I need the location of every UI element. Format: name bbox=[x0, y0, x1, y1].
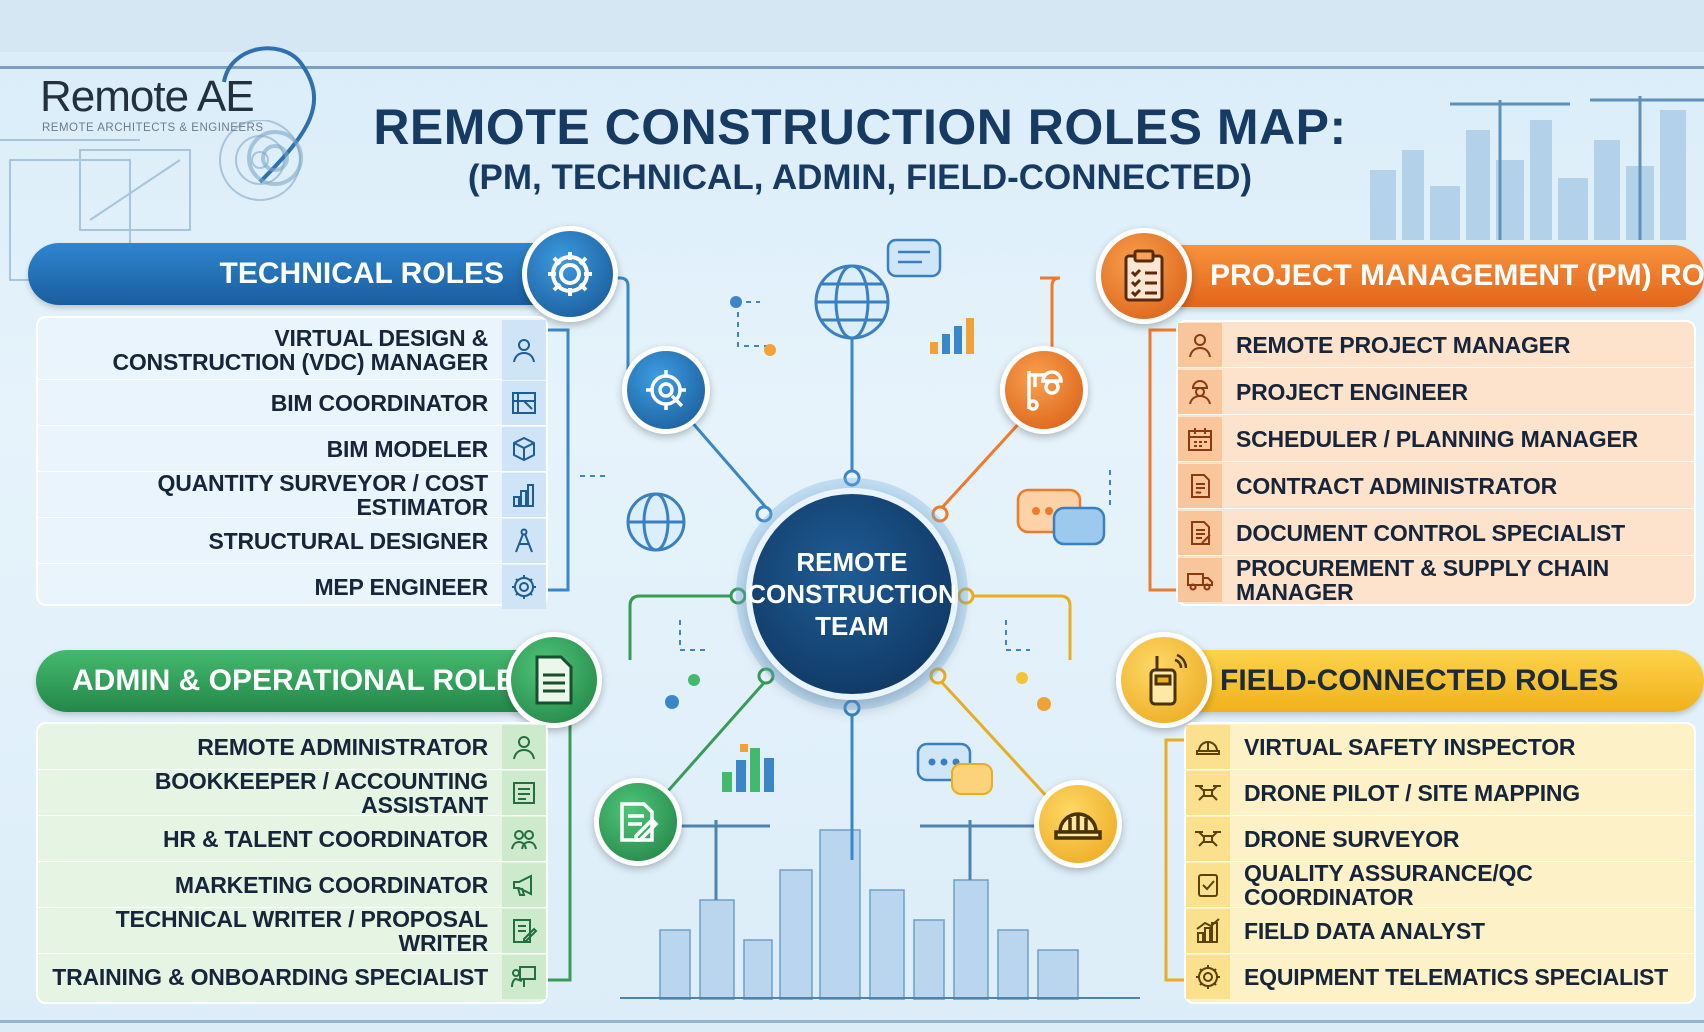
role-item: CONTRACT ADMINISTRATOR bbox=[1178, 463, 1694, 509]
chat-bubbles-icon bbox=[1016, 488, 1106, 546]
role-item: REMOTE PROJECT MANAGER bbox=[1178, 322, 1694, 368]
megaphone-icon bbox=[502, 862, 546, 907]
hub-line-1: REMOTE bbox=[796, 547, 908, 577]
user-icon bbox=[502, 724, 546, 769]
technical-roles-list: VIRTUAL DESIGN & CONSTRUCTION (VDC) MANA… bbox=[36, 316, 548, 609]
clipboard-checklist-icon bbox=[1096, 228, 1192, 324]
engineer-icon bbox=[1178, 369, 1222, 414]
top-divider bbox=[0, 66, 1704, 69]
globe-small-icon bbox=[626, 492, 686, 552]
logo-tagline: REMOTE ARCHITECTS & ENGINEERS bbox=[42, 122, 264, 134]
ledger-icon bbox=[502, 770, 546, 815]
role-item: BIM COORDINATOR bbox=[38, 380, 546, 426]
admin-roles-header: ADMIN & OPERATIONAL ROLES bbox=[36, 650, 592, 712]
role-item: HR & TALENT COORDINATOR bbox=[38, 816, 546, 862]
logo-pin-icon bbox=[222, 46, 317, 186]
bar-chart-icon bbox=[1186, 908, 1230, 953]
pm-roles-header: PROJECT MANAGEMENT (PM) ROLES bbox=[1120, 245, 1704, 307]
role-item: TECHNICAL WRITER / PROPOSAL WRITER bbox=[38, 907, 546, 955]
admin-roles-list: REMOTE ADMINISTRATOR BOOKKEEPER / ACCOUN… bbox=[36, 722, 548, 1004]
role-item: VIRTUAL DESIGN & CONSTRUCTION (VDC) MANA… bbox=[38, 319, 546, 380]
page-subtitle: (PM, TECHNICAL, ADMIN, FIELD-CONNECTED) bbox=[467, 158, 1253, 197]
role-item: MARKETING COORDINATOR bbox=[38, 862, 546, 908]
chat-bubble-icon bbox=[886, 238, 942, 278]
page-title: REMOTE CONSTRUCTION ROLES MAP: bbox=[373, 99, 1347, 155]
engineer-crane-icon bbox=[1000, 346, 1088, 434]
role-item: REMOTE ADMINISTRATOR bbox=[38, 724, 546, 770]
document-icon bbox=[506, 632, 602, 728]
hard-hat-icon bbox=[1186, 724, 1230, 769]
top-band bbox=[0, 0, 1704, 52]
gear-icon bbox=[502, 565, 546, 609]
people-icon bbox=[502, 816, 546, 861]
center-hub-remote-construction-team: REMOTE CONSTRUCTION TEAM bbox=[746, 488, 958, 700]
drafting-compass-icon bbox=[502, 518, 546, 563]
role-item: EQUIPMENT TELEMATICS SPECIALIST bbox=[1186, 954, 1694, 1000]
edit-document-icon bbox=[594, 778, 682, 866]
gear-icon bbox=[522, 226, 618, 322]
document-icon bbox=[1178, 510, 1222, 555]
role-item: FIELD DATA ANALYST bbox=[1186, 908, 1694, 954]
globe-icon bbox=[814, 264, 890, 340]
hub-line-3: TEAM bbox=[815, 611, 889, 641]
field-roles-list: VIRTUAL SAFETY INSPECTOR DRONE PILOT / S… bbox=[1184, 722, 1696, 1004]
hub-line-2: CONSTRUCTION bbox=[747, 579, 957, 609]
bar-chart-small-icon bbox=[930, 318, 974, 354]
role-item: BOOKKEEPER / ACCOUNTING ASSISTANT bbox=[38, 769, 546, 817]
role-item: VIRTUAL SAFETY INSPECTOR bbox=[1186, 724, 1694, 770]
role-item: SCHEDULER / PLANNING MANAGER bbox=[1178, 416, 1694, 462]
logo-name: Remote AE bbox=[40, 72, 255, 121]
wrench-gear-icon bbox=[622, 346, 710, 434]
user-icon bbox=[502, 319, 546, 380]
blueprint-icon bbox=[502, 380, 546, 425]
checklist-icon bbox=[1186, 862, 1230, 907]
construction-skyline-decoration bbox=[620, 820, 1140, 1000]
pencil-document-icon bbox=[502, 908, 546, 953]
drone-icon bbox=[1186, 816, 1230, 861]
role-item: QUALITY ASSURANCE/QC COORDINATOR bbox=[1186, 861, 1694, 909]
role-item: PROJECT ENGINEER bbox=[1178, 369, 1694, 415]
cube-icon bbox=[502, 426, 546, 471]
bar-chart-center-icon bbox=[722, 744, 774, 792]
bottom-divider bbox=[0, 1020, 1704, 1023]
truck-icon bbox=[1178, 558, 1222, 602]
role-item: QUANTITY SURVEYOR / COST ESTIMATOR bbox=[38, 471, 546, 519]
hard-hat-icon bbox=[1034, 780, 1122, 868]
role-item: DRONE SURVEYOR bbox=[1186, 816, 1694, 862]
contract-icon bbox=[1178, 463, 1222, 508]
role-item: MEP ENGINEER bbox=[38, 564, 546, 610]
pm-roles-list: REMOTE PROJECT MANAGER PROJECT ENGINEER … bbox=[1176, 320, 1696, 606]
field-roles-header: FIELD-CONNECTED ROLES bbox=[1128, 650, 1704, 712]
gear-icon bbox=[1186, 955, 1230, 999]
technical-roles-header: TECHNICAL ROLES bbox=[28, 243, 594, 305]
chat-bubbles-small-icon bbox=[916, 742, 993, 795]
role-item: STRUCTURAL DESIGNER bbox=[38, 518, 546, 564]
user-icon bbox=[1178, 322, 1222, 367]
calendar-icon bbox=[1178, 416, 1222, 461]
role-item: DRONE PILOT / SITE MAPPING bbox=[1186, 770, 1694, 816]
company-logo: Remote AE REMOTE ARCHITECTS & ENGINEERS bbox=[40, 46, 340, 186]
role-item: TRAINING & ONBOARDING SPECIALIST bbox=[38, 954, 546, 1000]
city-skyline-decoration bbox=[1370, 96, 1704, 240]
role-item: BIM MODELER bbox=[38, 426, 546, 472]
role-item: PROCUREMENT & SUPPLY CHAIN MANAGER bbox=[1178, 556, 1694, 604]
walkie-talkie-icon bbox=[1116, 632, 1212, 728]
presentation-icon bbox=[502, 955, 546, 999]
drone-icon bbox=[1186, 770, 1230, 815]
bar-chart-icon bbox=[502, 472, 546, 517]
role-item: DOCUMENT CONTROL SPECIALIST bbox=[1178, 510, 1694, 556]
